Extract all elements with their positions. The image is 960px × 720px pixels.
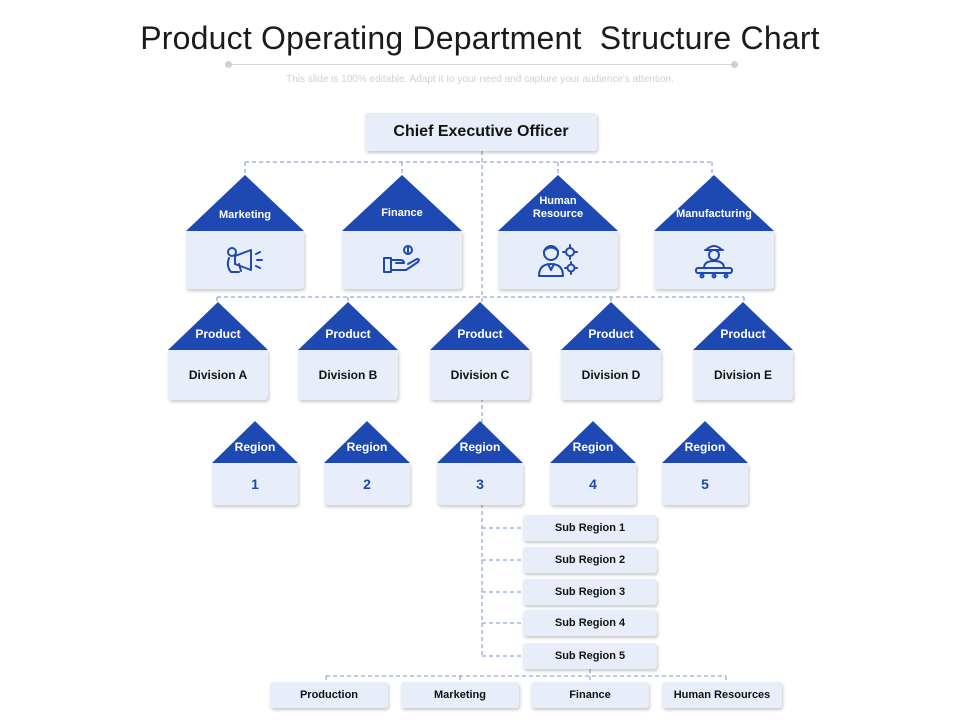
department-body [342,231,462,289]
product-roof [693,302,793,350]
division-name: Division D [561,350,661,400]
region-2-card: Region 2 [324,421,410,505]
function-human-resources-box: Human Resources [662,682,782,708]
region-number: 4 [550,463,636,505]
region-number: 1 [212,463,298,505]
department-roof [342,175,462,231]
person-gears-icon [538,244,578,277]
sub-region-5-box: Sub Region 5 [523,643,657,669]
title-divider [228,64,734,65]
product-division-d-card: Product Division D [561,302,661,400]
product-label: Product [588,327,634,341]
product-label: Product [720,327,766,341]
region-label: Region [346,440,388,454]
department-label: Marketing [219,209,271,221]
function-production-box: Production [270,682,388,708]
title-divider-dot-right [731,61,738,68]
product-division-b-card: Product Division B [298,302,398,400]
product-roof [561,302,661,350]
sub-region-1-box: Sub Region 1 [523,515,657,541]
division-name: Division A [168,350,268,400]
product-division-e-card: Product Division E [693,302,793,400]
region-number: 2 [324,463,410,505]
department-label: Human Resource [532,195,584,220]
region-label: Region [234,440,276,454]
region-5-card: Region 5 [662,421,748,505]
division-name: Division E [693,350,793,400]
department-body [186,231,304,289]
page-subtitle: This slide is 100% editable. Adapt it to… [286,74,674,85]
product-label: Product [457,327,503,341]
product-roof [298,302,398,350]
product-roof [430,302,530,350]
function-marketing-box: Marketing [401,682,519,708]
department-card-human-resource: Human Resource [498,175,618,289]
factory-worker-icon [695,245,733,279]
connector-ceo-departments [244,161,713,177]
region-number: 5 [662,463,748,505]
division-name: Division B [298,350,398,400]
product-division-a-card: Product Division A [168,302,268,400]
megaphone-icon [226,247,263,273]
hand-money-icon [383,245,420,273]
region-4-card: Region 4 [550,421,636,505]
department-label: Finance [381,207,423,219]
connector-region3-subregions [481,504,523,657]
department-card-finance: Finance [342,175,462,289]
product-label: Product [195,327,241,341]
connector-departments-products [216,296,745,305]
function-finance-box: Finance [531,682,649,708]
department-label: Manufacturing [676,208,752,220]
department-roof [186,175,304,231]
region-label: Region [684,440,726,454]
division-name: Division C [430,350,530,400]
sub-region-3-box: Sub Region 3 [523,579,657,605]
region-number: 3 [437,463,523,505]
product-roof [168,302,268,350]
region-3-card: Region 3 [437,421,523,505]
page-title: Product Operating Department Structure C… [140,20,820,56]
region-label: Region [459,440,501,454]
product-label: Product [325,327,371,341]
department-card-marketing: Marketing [186,175,304,289]
region-label: Region [572,440,614,454]
department-body [654,231,774,289]
title-divider-dot-left [225,61,232,68]
product-division-c-card: Product Division C [430,302,530,400]
department-card-manufacturing: Manufacturing [654,175,774,289]
ceo-box: Chief Executive Officer [365,113,597,151]
region-1-card: Region 1 [212,421,298,505]
department-body [498,231,618,289]
department-roof [654,175,774,231]
connector-subregion5-functions [325,669,727,682]
sub-region-2-box: Sub Region 2 [523,547,657,573]
sub-region-4-box: Sub Region 4 [523,610,657,636]
